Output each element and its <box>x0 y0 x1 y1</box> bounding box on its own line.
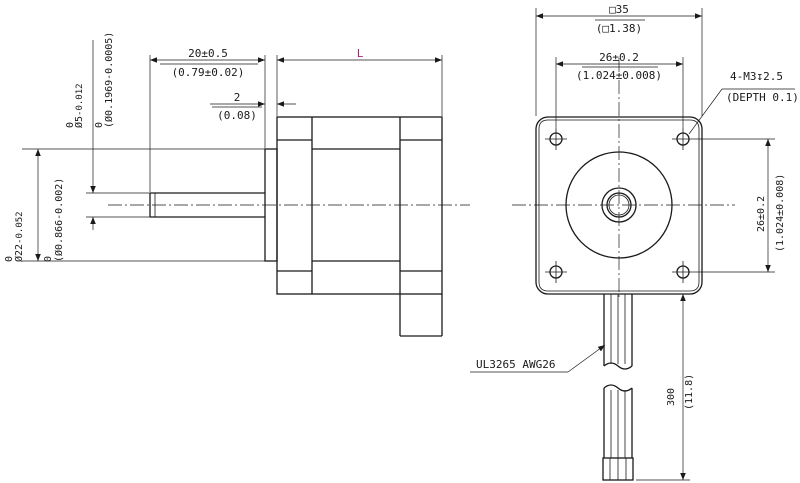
shaft-dia-upper-tol: 0 <box>65 122 76 128</box>
dim-shaft-length: 20±0.5 (0.79±0.02) <box>149 47 266 192</box>
boss-dia-upper-tol: 0 <box>4 256 15 262</box>
mount-hole-callout: 4-M3↧2.5 (DEPTH 0.1) <box>688 70 799 135</box>
mount-hole-bottom-left <box>545 261 567 283</box>
wire-spec-callout: UL3265 AWG26 <box>470 344 606 373</box>
dim-shaft-diameter: 0 Ø5-0.012 0 (Ø0.1969-0.0005) <box>65 32 150 230</box>
flange-size-label: □35 <box>609 3 629 16</box>
boss-height-label: 2 <box>234 91 241 104</box>
dim-hole-pitch-h: 26±0.2 (1.024±0.008) <box>555 51 684 128</box>
dim-body-length: L <box>276 47 443 116</box>
lead-length-inch-label: (11.8) <box>684 374 695 410</box>
lead-wires <box>602 294 634 481</box>
front-view: □35 (□1.38) 26±0.2 (1.024±0.008) 26±0.2 … <box>470 3 799 481</box>
shaft-length-label: 20±0.5 <box>188 47 228 60</box>
dim-boss-diameter: 0 Ø22-0.052 0 (Ø0.866-0.002) <box>4 148 265 262</box>
side-view: 20±0.5 (0.79±0.02) L 2 (0.08) 0 Ø5-0.012 <box>4 32 470 337</box>
boss-dia-label: Ø22-0.052 <box>13 211 25 262</box>
flange <box>535 116 703 295</box>
dim-flange-size: □35 (□1.38) <box>535 3 703 116</box>
hole-pitch-v-label: 26±0.2 <box>756 196 767 232</box>
shaft-dia-inch-label: (Ø0.1969-0.0005) <box>103 32 115 128</box>
dim-boss-height: 2 (0.08) <box>210 91 296 122</box>
boss-dia-inch-label: (Ø0.866-0.002) <box>53 178 65 262</box>
hole-pitch-h-inch-label: (1.024±0.008) <box>576 69 662 82</box>
shaft-length-inch-label: (0.79±0.02) <box>172 66 245 79</box>
body-length-label: L <box>357 47 364 60</box>
flange-size-inch-label: (□1.38) <box>596 22 642 35</box>
mount-depth-label: (DEPTH 0.1) <box>726 91 799 104</box>
shaft-dia-inch-upper-tol: 0 <box>94 122 105 128</box>
mount-hole-top-right <box>672 128 694 150</box>
dim-lead-length: 300 (11.8) <box>636 293 695 481</box>
boss-height-inch-label: (0.08) <box>217 109 257 122</box>
dim-hole-pitch-v: 26±0.2 (1.024±0.008) <box>694 138 786 273</box>
hole-pitch-v-inch-label: (1.024±0.008) <box>775 174 786 252</box>
mount-holes-label: 4-M3↧2.5 <box>730 70 783 83</box>
boss-dia-inch-upper-tol: 0 <box>43 256 54 262</box>
mount-hole-bottom-right <box>672 261 694 283</box>
mount-hole-top-left <box>545 128 567 150</box>
hole-pitch-h-label: 26±0.2 <box>599 51 639 64</box>
cable-exit <box>399 294 443 337</box>
wire-spec-label: UL3265 AWG26 <box>476 358 555 371</box>
shaft-dia-label: Ø5-0.012 <box>73 83 85 128</box>
front-boss <box>565 151 673 259</box>
shaft <box>149 192 265 218</box>
motor-body <box>276 116 443 295</box>
lead-length-label: 300 <box>666 388 677 406</box>
